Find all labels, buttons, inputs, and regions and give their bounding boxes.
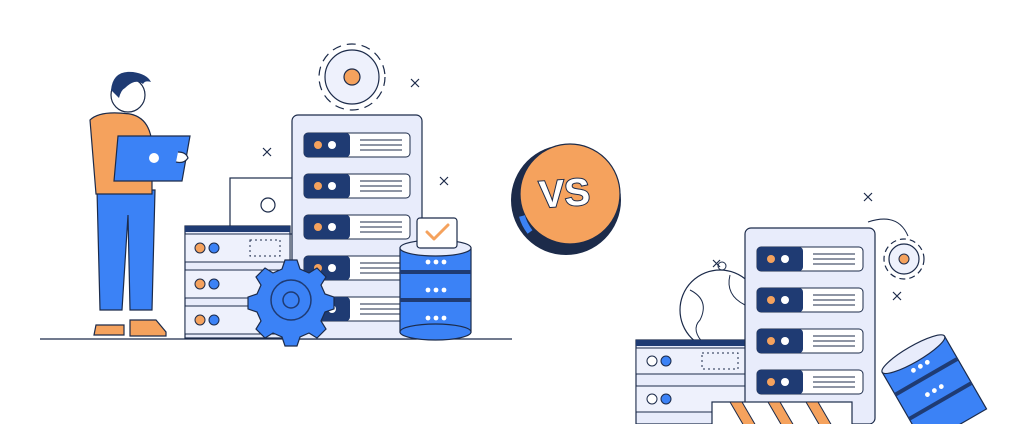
server-unit <box>303 132 411 158</box>
right-scene <box>635 192 988 424</box>
database-icon <box>399 239 472 341</box>
server-rack <box>744 227 876 424</box>
gear-icon <box>883 238 925 280</box>
database-icon <box>881 334 988 424</box>
server-unit <box>756 369 864 395</box>
sparkle-icon <box>712 192 902 301</box>
server-unit <box>303 214 411 240</box>
left-scene <box>40 43 512 347</box>
server-unit <box>756 246 864 272</box>
server-unit <box>756 328 864 354</box>
server-unit <box>756 287 864 313</box>
vs-label: VS <box>538 171 592 216</box>
sparkle-icon <box>262 78 449 186</box>
person-with-laptop <box>89 71 191 337</box>
vs-badge: VS <box>511 143 621 255</box>
gear-icon <box>247 259 335 347</box>
gear-icon <box>318 43 386 111</box>
barrier <box>711 401 853 424</box>
checkmark-icon <box>416 217 458 249</box>
server-rack <box>291 114 423 340</box>
server-unit <box>303 173 411 199</box>
